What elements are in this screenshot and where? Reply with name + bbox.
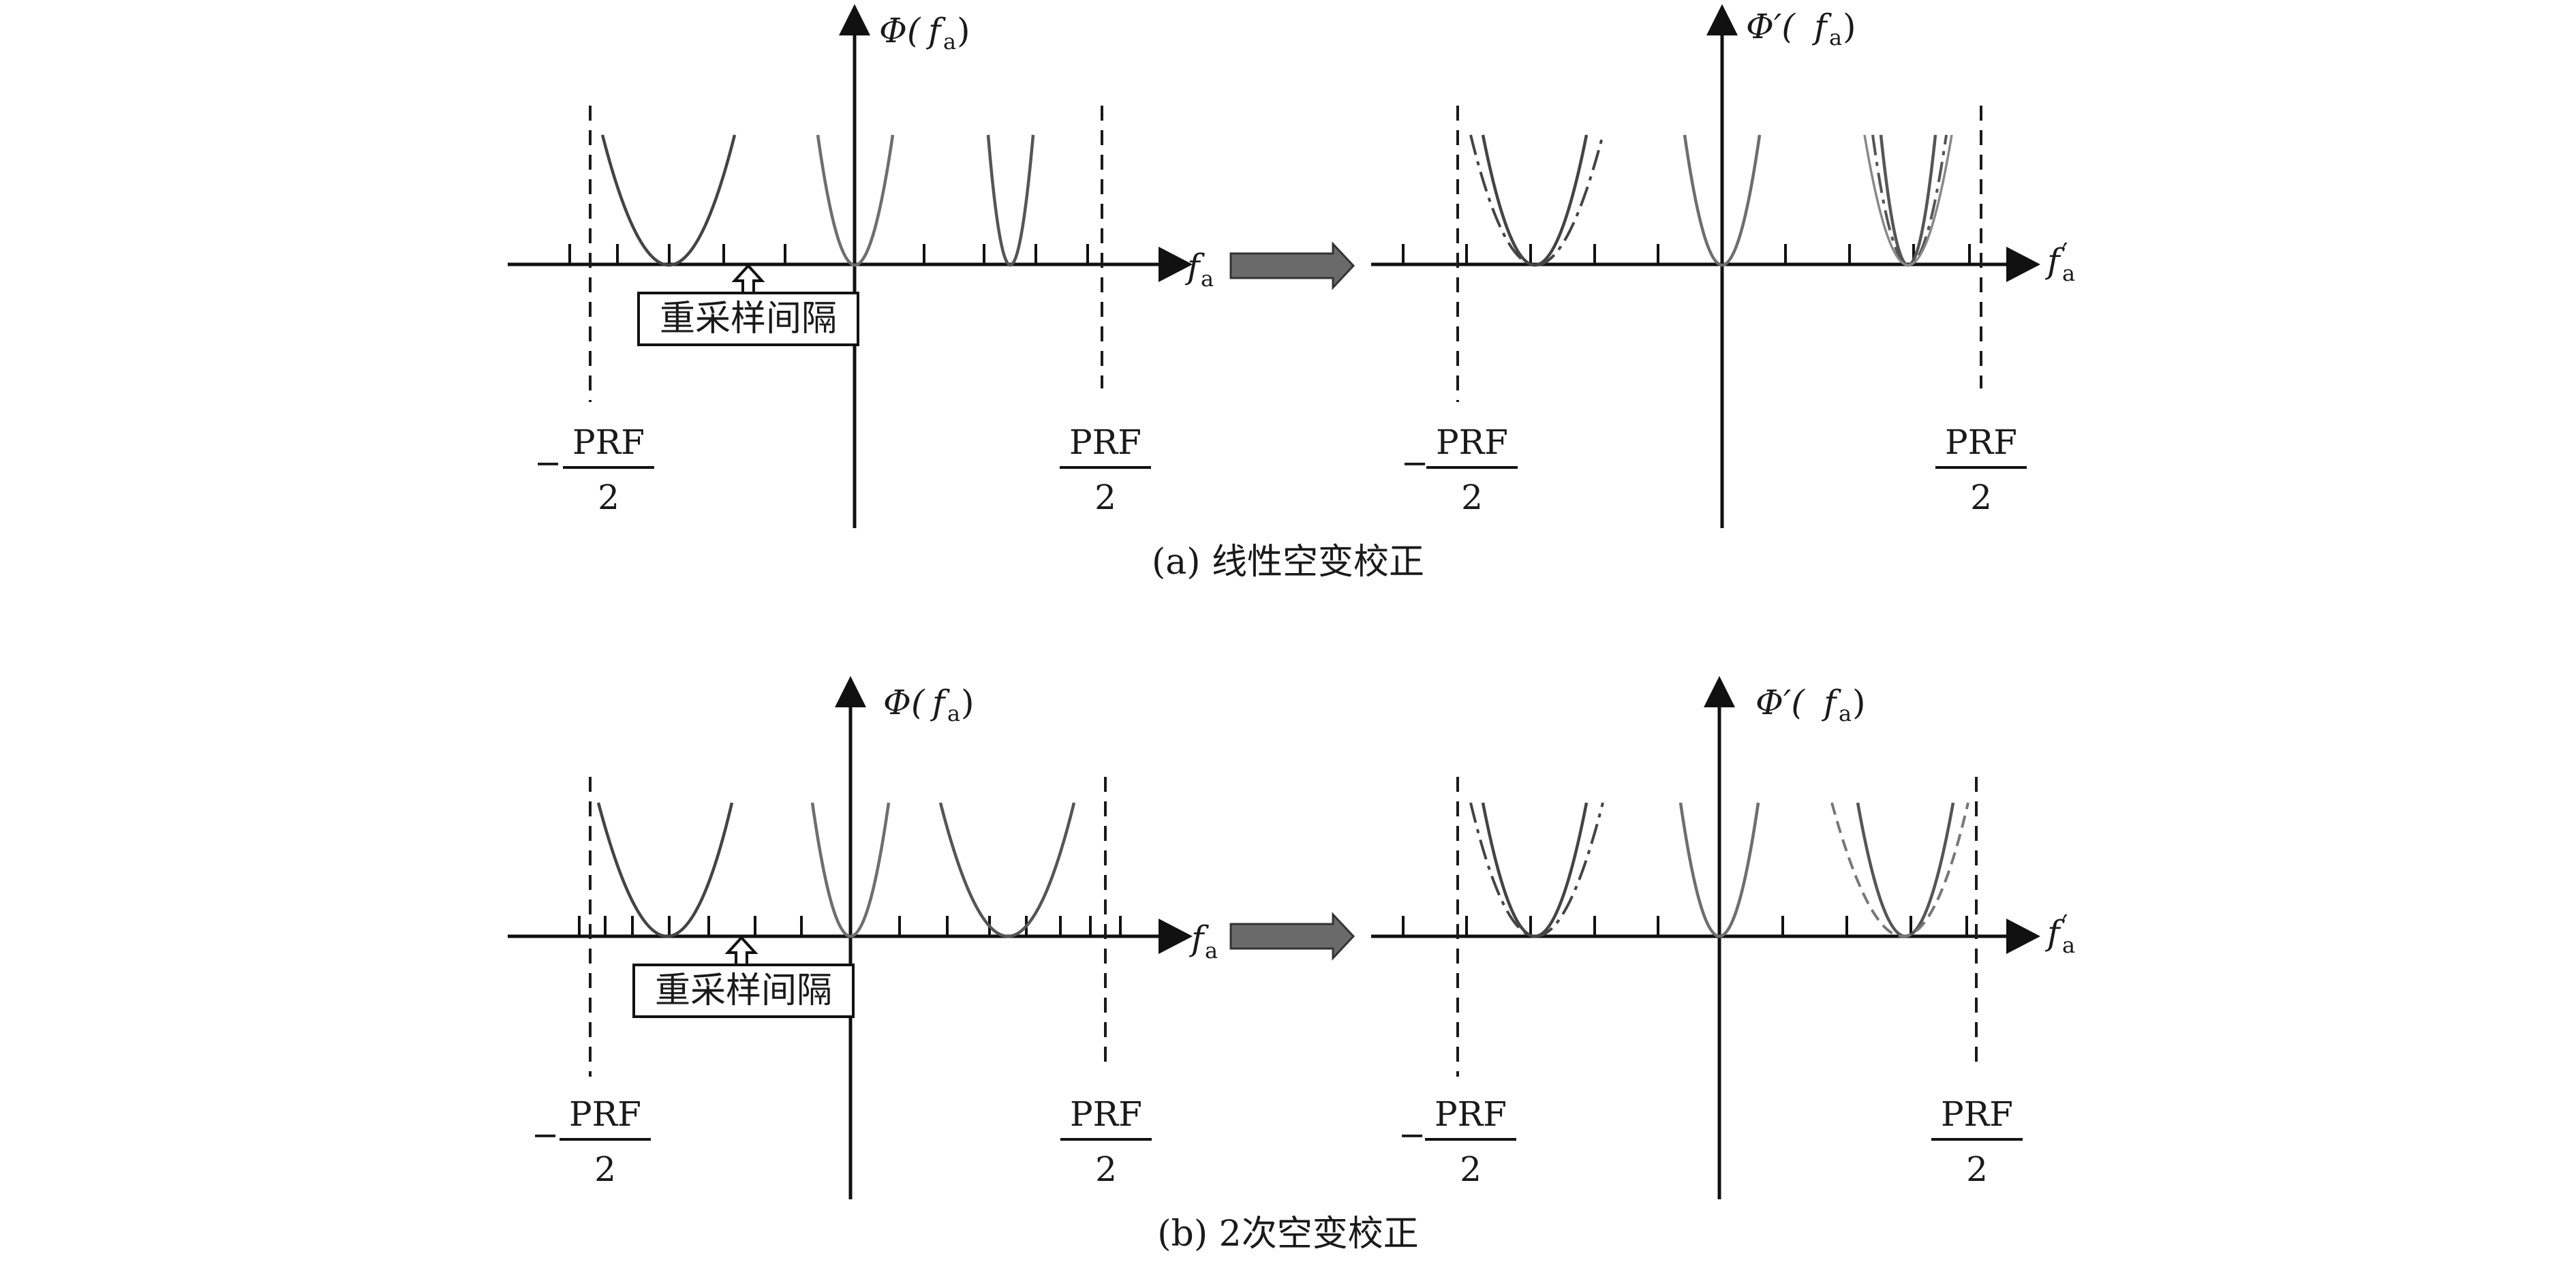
svg-text:PRF: PRF xyxy=(572,422,645,462)
right-bound-label: PRF 2 xyxy=(1060,422,1151,517)
parabola-right xyxy=(986,134,1035,267)
svg-text:′: ′ xyxy=(2062,910,2068,940)
y-axis-arrowhead xyxy=(1706,4,1738,35)
parabola-center xyxy=(816,134,895,267)
parabola-right-solid xyxy=(1856,802,1955,938)
svg-text:PRF: PRF xyxy=(569,1094,641,1134)
annotation-text: 重采样间隔 xyxy=(655,970,832,1011)
x-axis-label: f ′ a xyxy=(2044,910,2075,958)
svg-text:): ) xyxy=(1852,683,1866,722)
svg-text:PRF: PRF xyxy=(1435,1094,1507,1134)
tick-marks xyxy=(1402,916,1968,936)
y-axis-label: Φ′( f a ) xyxy=(1746,7,1856,50)
parabola-left xyxy=(596,802,734,938)
parabola-right-outer xyxy=(1863,134,1953,266)
parabola-left-solid xyxy=(1481,802,1589,938)
left-bound-label: − PRF 2 xyxy=(1401,422,1518,517)
svg-text:2: 2 xyxy=(1461,478,1483,517)
up-arrow-icon xyxy=(731,264,765,296)
caption-a: (a) 线性空变校正 xyxy=(1152,542,1424,583)
right-bound-label: PRF 2 xyxy=(1935,422,2027,517)
annotation-text: 重采样间隔 xyxy=(660,298,837,339)
parabola-left-solid xyxy=(1481,134,1589,267)
svg-text:a: a xyxy=(1839,701,1852,726)
svg-text:Φ(: Φ( xyxy=(883,683,925,722)
svg-text:): ) xyxy=(961,683,975,722)
svg-text:′: ′ xyxy=(2062,238,2068,268)
parabola-right-solid xyxy=(1879,134,1937,267)
svg-text:PRF: PRF xyxy=(1945,422,2017,462)
svg-text:2: 2 xyxy=(1970,478,1992,517)
svg-text:a: a xyxy=(2062,260,2075,286)
svg-text:2: 2 xyxy=(1094,478,1116,517)
svg-text:PRF: PRF xyxy=(1941,1094,2013,1134)
svg-text:2: 2 xyxy=(1460,1150,1482,1189)
parabola-left xyxy=(600,134,737,266)
svg-text:2: 2 xyxy=(598,478,619,517)
svg-text:−: − xyxy=(532,1116,559,1154)
svg-text:Φ′(: Φ′( xyxy=(1746,7,1796,46)
transform-arrow-icon xyxy=(1229,241,1355,290)
svg-text:−: − xyxy=(1401,444,1428,482)
svg-text:2: 2 xyxy=(1095,1150,1117,1189)
parabola-left-dashed xyxy=(1469,802,1604,938)
svg-text:PRF: PRF xyxy=(1070,1094,1142,1134)
x-axis-label: f a xyxy=(1184,247,1214,292)
annotation-box xyxy=(632,964,855,1018)
svg-text:2: 2 xyxy=(1966,1150,1988,1189)
svg-text:): ) xyxy=(957,11,970,50)
y-axis-label: Φ′( f a ) xyxy=(1755,683,1866,726)
svg-text:Φ′(: Φ′( xyxy=(1755,683,1805,722)
caption-b: (b) 2次空变校正 xyxy=(1157,1214,1418,1255)
right-bound-label: PRF 2 xyxy=(1060,1094,1152,1189)
parabola-right-dashed xyxy=(1830,802,1969,938)
parabola-left-dashed xyxy=(1469,134,1604,266)
transform-arrow-icon xyxy=(1229,912,1355,961)
left-bound-label: − PRF 2 xyxy=(1398,1094,1516,1189)
panel-b: 重采样间隔 Φ( f a ) f a − PRF 2 PRF 2 xyxy=(508,676,2075,1255)
svg-text:a: a xyxy=(947,701,960,726)
x-axis-label: f ′ a xyxy=(2044,238,2075,286)
y-axis-label: Φ( f a ) xyxy=(879,11,970,55)
svg-text:PRF: PRF xyxy=(1436,422,1508,462)
x-axis-label: f a xyxy=(1189,919,1218,964)
svg-text:PRF: PRF xyxy=(1069,422,1141,462)
svg-text:−: − xyxy=(1398,1116,1426,1154)
svg-text:a: a xyxy=(943,29,956,55)
svg-text:−: − xyxy=(534,444,562,482)
panel-a-left-diagram: 重采样间隔 Φ( f a ) f a − PRF 2 PRF 2 xyxy=(508,4,1214,528)
up-arrow-icon xyxy=(724,936,758,968)
x-axis-arrowhead xyxy=(2006,919,2040,954)
parabola-center xyxy=(810,802,891,938)
parabola-center xyxy=(1683,134,1762,267)
x-axis-arrowhead xyxy=(1159,919,1193,954)
left-bound-label: − PRF 2 xyxy=(534,422,654,517)
panel-b-right-diagram: Φ′( f a ) f ′ a − PRF 2 PRF 2 xyxy=(1371,676,2075,1199)
panel-a-right-diagram: Φ′( f a ) f ′ a − PRF 2 PRF 2 xyxy=(1371,4,2075,528)
x-axis-arrowhead xyxy=(1159,247,1193,282)
left-bound-label: − PRF 2 xyxy=(532,1094,651,1189)
svg-text:a: a xyxy=(2062,932,2075,958)
parabola-right xyxy=(938,802,1076,938)
panel-a: 重采样间隔 Φ( f a ) f a − PRF 2 PRF 2 xyxy=(508,4,2075,583)
tick-marks xyxy=(568,244,1089,264)
svg-text:Φ(: Φ( xyxy=(879,11,921,50)
x-axis-arrowhead xyxy=(2006,247,2040,282)
y-axis-label: Φ( f a ) xyxy=(883,683,975,726)
parabola-center xyxy=(1678,802,1760,938)
annotation-box xyxy=(637,292,859,346)
svg-text:a: a xyxy=(1201,266,1214,292)
panel-b-left-diagram: 重采样间隔 Φ( f a ) f a − PRF 2 PRF 2 xyxy=(508,676,1218,1199)
right-bound-label: PRF 2 xyxy=(1931,1094,2023,1189)
svg-text:a: a xyxy=(1829,25,1842,50)
tick-marks xyxy=(1402,244,1971,264)
y-axis-arrowhead xyxy=(1704,676,1735,707)
svg-text:2: 2 xyxy=(594,1150,616,1189)
y-axis-arrowhead xyxy=(839,4,870,35)
y-axis-arrowhead xyxy=(835,676,866,707)
svg-text:a: a xyxy=(1205,938,1218,964)
svg-text:): ) xyxy=(1843,7,1856,46)
